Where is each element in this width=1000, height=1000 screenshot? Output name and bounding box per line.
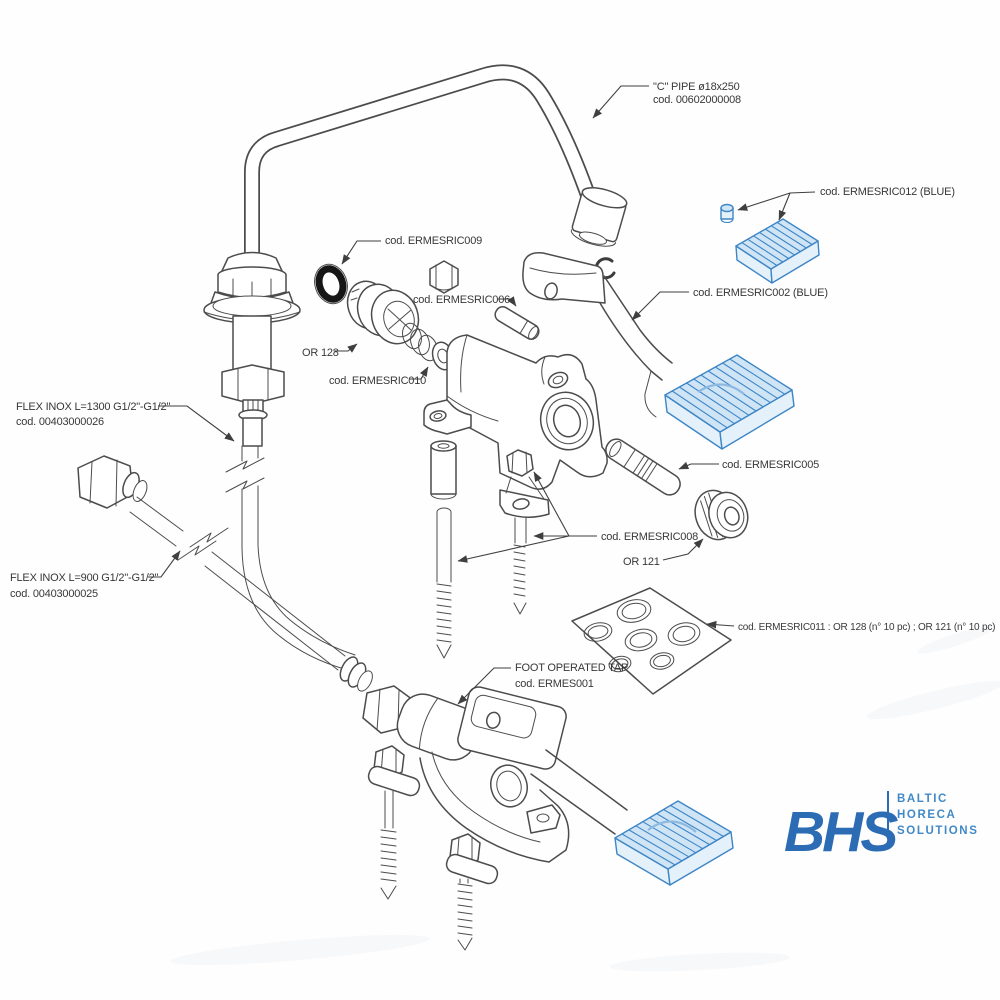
label-or121: OR 121 [623,556,660,568]
bhs-logo-abbr: BHS [784,800,898,864]
leader-008-screw-left [457,535,570,563]
o-ring-009-drawing [314,263,348,305]
valve-body-drawing [423,334,608,518]
part-labels: "C" PIPE ø18x250 cod. 00602000008 cod. E… [10,81,995,690]
leader-or128 [335,343,358,353]
logo-word-solutions: SOLUTIONS [897,825,979,837]
plug-121-drawing [694,489,749,541]
scan-artifacts [170,626,1000,972]
label-flex900-line1: FLEX INOX L=900 G1/2"-G1/2" [10,572,159,584]
gasket-sheet-011-drawing [571,587,732,695]
leader-010 [409,366,429,380]
leader-011 [706,620,735,629]
leader-008-bolt [533,471,570,537]
label-ric012: cod. ERMESRIC012 (BLUE) [820,186,955,198]
label-ric006: cod. ERMESRIC006 [413,294,510,306]
label-flex900-line2: cod. 00403000025 [10,588,98,600]
plug-012-cylinder [720,203,734,224]
logo-word-baltic: BALTIC [897,793,948,805]
pedal-pad-001-blue [614,800,734,886]
clamp-bolt-right-drawing [445,833,499,951]
leader-foot-tap [457,667,511,705]
flex-hose-900-drawing [77,455,346,671]
label-ric002: cod. ERMESRIC002 (BLUE) [693,287,828,299]
label-foot-tap-line2: cod. ERMES001 [515,678,594,690]
vertical-hose-drawing [225,445,356,671]
pedal-lever-002-drawing [522,251,673,418]
leader-012-b [778,192,791,221]
fixing-screw-center-drawing [513,517,527,615]
cartridge-drawing [346,280,420,345]
logo-word-horeca: HORECA [897,809,956,821]
leader-flex900 [148,550,181,578]
label-flex1300-line2: cod. 00403000026 [16,416,104,428]
label-foot-tap-line1: FOOT OPERATED TAP [515,662,628,674]
leader-or121 [662,538,704,561]
pedal-pad-012-blue [720,203,820,284]
label-ric009: cod. ERMESRIC009 [385,235,482,247]
label-ric005: cod. ERMESRIC005 [722,459,819,471]
label-c-pipe-line1: "C" PIPE ø18x250 [653,81,740,93]
pin-005-drawing [605,438,681,496]
pedal-pad-002-blue [664,354,795,450]
leader-009 [341,240,381,265]
label-or128: OR 128 [302,347,339,359]
bhs-logo: BHS BALTIC HORECA SOLUTIONS [784,791,979,864]
label-c-pipe-line2: cod. 00602000008 [653,94,741,106]
leader-005 [678,461,719,470]
label-ric010: cod. ERMESRIC010 [329,375,426,387]
faucet-base-drawing [203,251,301,447]
pivot-pin-006-drawing [494,306,540,340]
leader-012-a [737,191,816,211]
pipe-outlet-cuff [570,187,628,247]
leader-lines [148,85,816,705]
fixing-screw-left-drawing [436,507,452,659]
foot-tap-assembly-drawing [339,656,628,863]
leader-002 [631,291,689,321]
leader-flex1300 [158,405,235,442]
hex-bolt-upper-drawing [506,449,534,477]
label-ric011: cod. ERMESRIC011 : OR 128 (n° 10 pc) ; O… [738,622,995,633]
leader-006 [497,296,517,307]
label-flex1300-line1: FLEX INOX L=1300 G1/2"-G1/2" [16,401,170,413]
leader-c-pipe [592,85,649,119]
hex-cap-drawing [429,260,459,294]
label-ric008: cod. ERMESRIC008 [601,531,698,543]
spacer-cylinder-drawing [430,440,457,500]
c-pipe-drawing [244,64,628,270]
clamp-bolt-left-drawing [367,745,421,900]
